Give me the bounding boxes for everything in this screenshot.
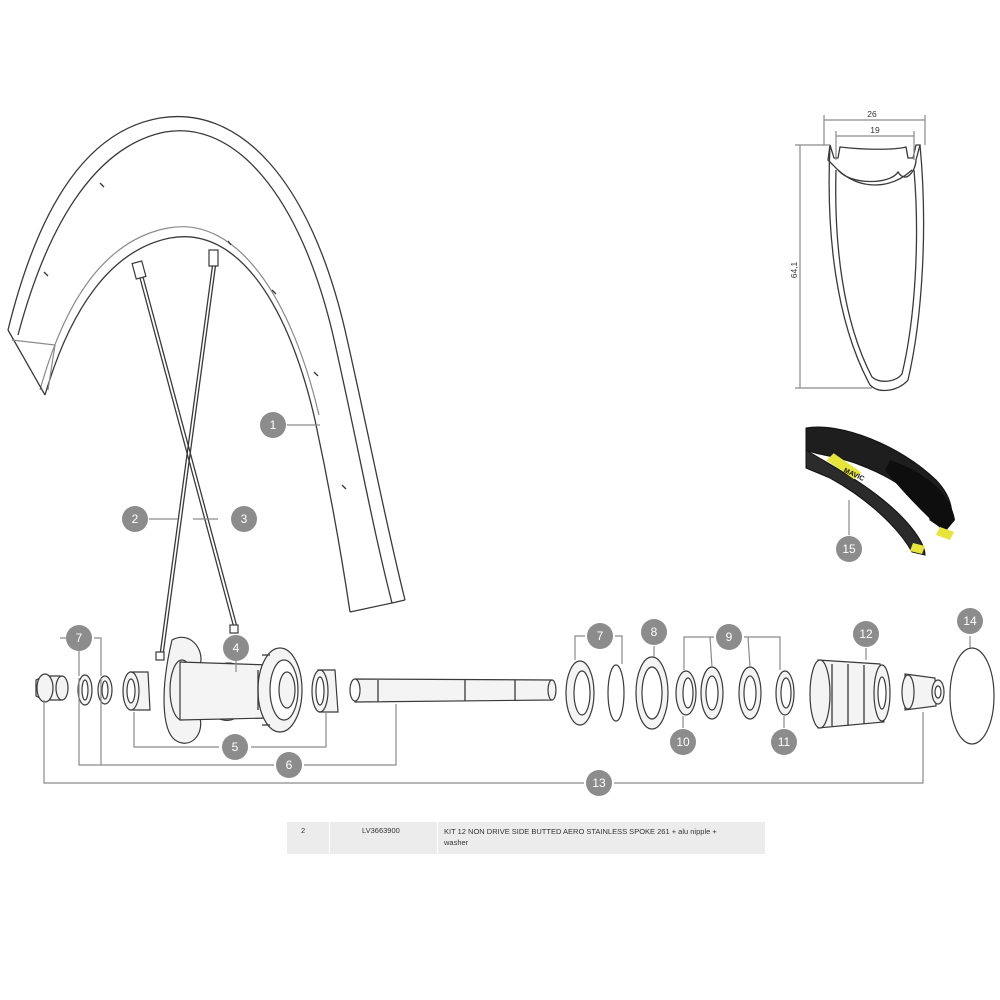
- svg-text:7: 7: [76, 631, 83, 645]
- tire-drawing: MAVIC: [805, 426, 955, 556]
- svg-text:6: 6: [286, 758, 293, 772]
- svg-text:9: 9: [726, 630, 733, 644]
- part-ref: 2: [301, 826, 306, 835]
- svg-text:15: 15: [842, 542, 856, 556]
- svg-text:5: 5: [232, 740, 239, 754]
- svg-text:14: 14: [963, 614, 977, 628]
- callout-14: 14: [957, 608, 983, 634]
- hub-drawing: [163, 636, 303, 744]
- rim-profile-drawing: 26 19 64,1: [789, 109, 926, 392]
- svg-text:7: 7: [597, 629, 604, 643]
- svg-text:11: 11: [778, 735, 791, 749]
- callout-2: 2: [122, 506, 148, 532]
- svg-text:4: 4: [233, 641, 240, 655]
- callout-8: 8: [641, 619, 667, 645]
- rim-outer-width: 26: [867, 109, 877, 119]
- callout-7-left: 7: [66, 625, 92, 651]
- callout-1: 1: [260, 412, 286, 438]
- svg-text:13: 13: [592, 776, 606, 790]
- callout-4: 4: [223, 635, 249, 661]
- svg-text:2: 2: [132, 512, 139, 526]
- rim-height: 64,1: [789, 261, 799, 278]
- callout-5: 5: [222, 734, 248, 760]
- svg-text:10: 10: [676, 735, 690, 749]
- axle-drawing: [349, 678, 557, 703]
- svg-text:1: 1: [270, 418, 277, 432]
- parts-table-row[interactable]: 2 LV3663900 KIT 12 NON DRIVE SIDE BUTTED…: [287, 822, 765, 854]
- callout-3: 3: [231, 506, 257, 532]
- callout-10: 10: [670, 729, 696, 755]
- spokes-drawing: [131, 249, 239, 661]
- callout-12: 12: [853, 621, 879, 647]
- svg-text:8: 8: [651, 625, 658, 639]
- part-description: KIT 12 NON DRIVE SIDE BUTTED AERO STAINL…: [444, 826, 764, 848]
- rim-inner-width: 19: [870, 125, 880, 135]
- rim-drawing: [7, 116, 406, 613]
- part-description-line2: washer: [444, 838, 469, 847]
- callout-15: 15: [836, 536, 862, 562]
- part-description-line1: KIT 12 NON DRIVE SIDE BUTTED AERO STAINL…: [444, 827, 717, 836]
- part-code: LV3663900: [362, 826, 400, 835]
- left-hub-parts: [35, 669, 339, 713]
- svg-text:3: 3: [241, 512, 248, 526]
- callout-6: 6: [276, 752, 302, 778]
- callout-7-right: 7: [587, 623, 613, 649]
- callout-9: 9: [716, 624, 742, 650]
- callout-11: 11: [771, 729, 797, 755]
- leader-lines: [43, 424, 971, 784]
- callout-13: 13: [586, 770, 612, 796]
- svg-text:12: 12: [859, 627, 873, 641]
